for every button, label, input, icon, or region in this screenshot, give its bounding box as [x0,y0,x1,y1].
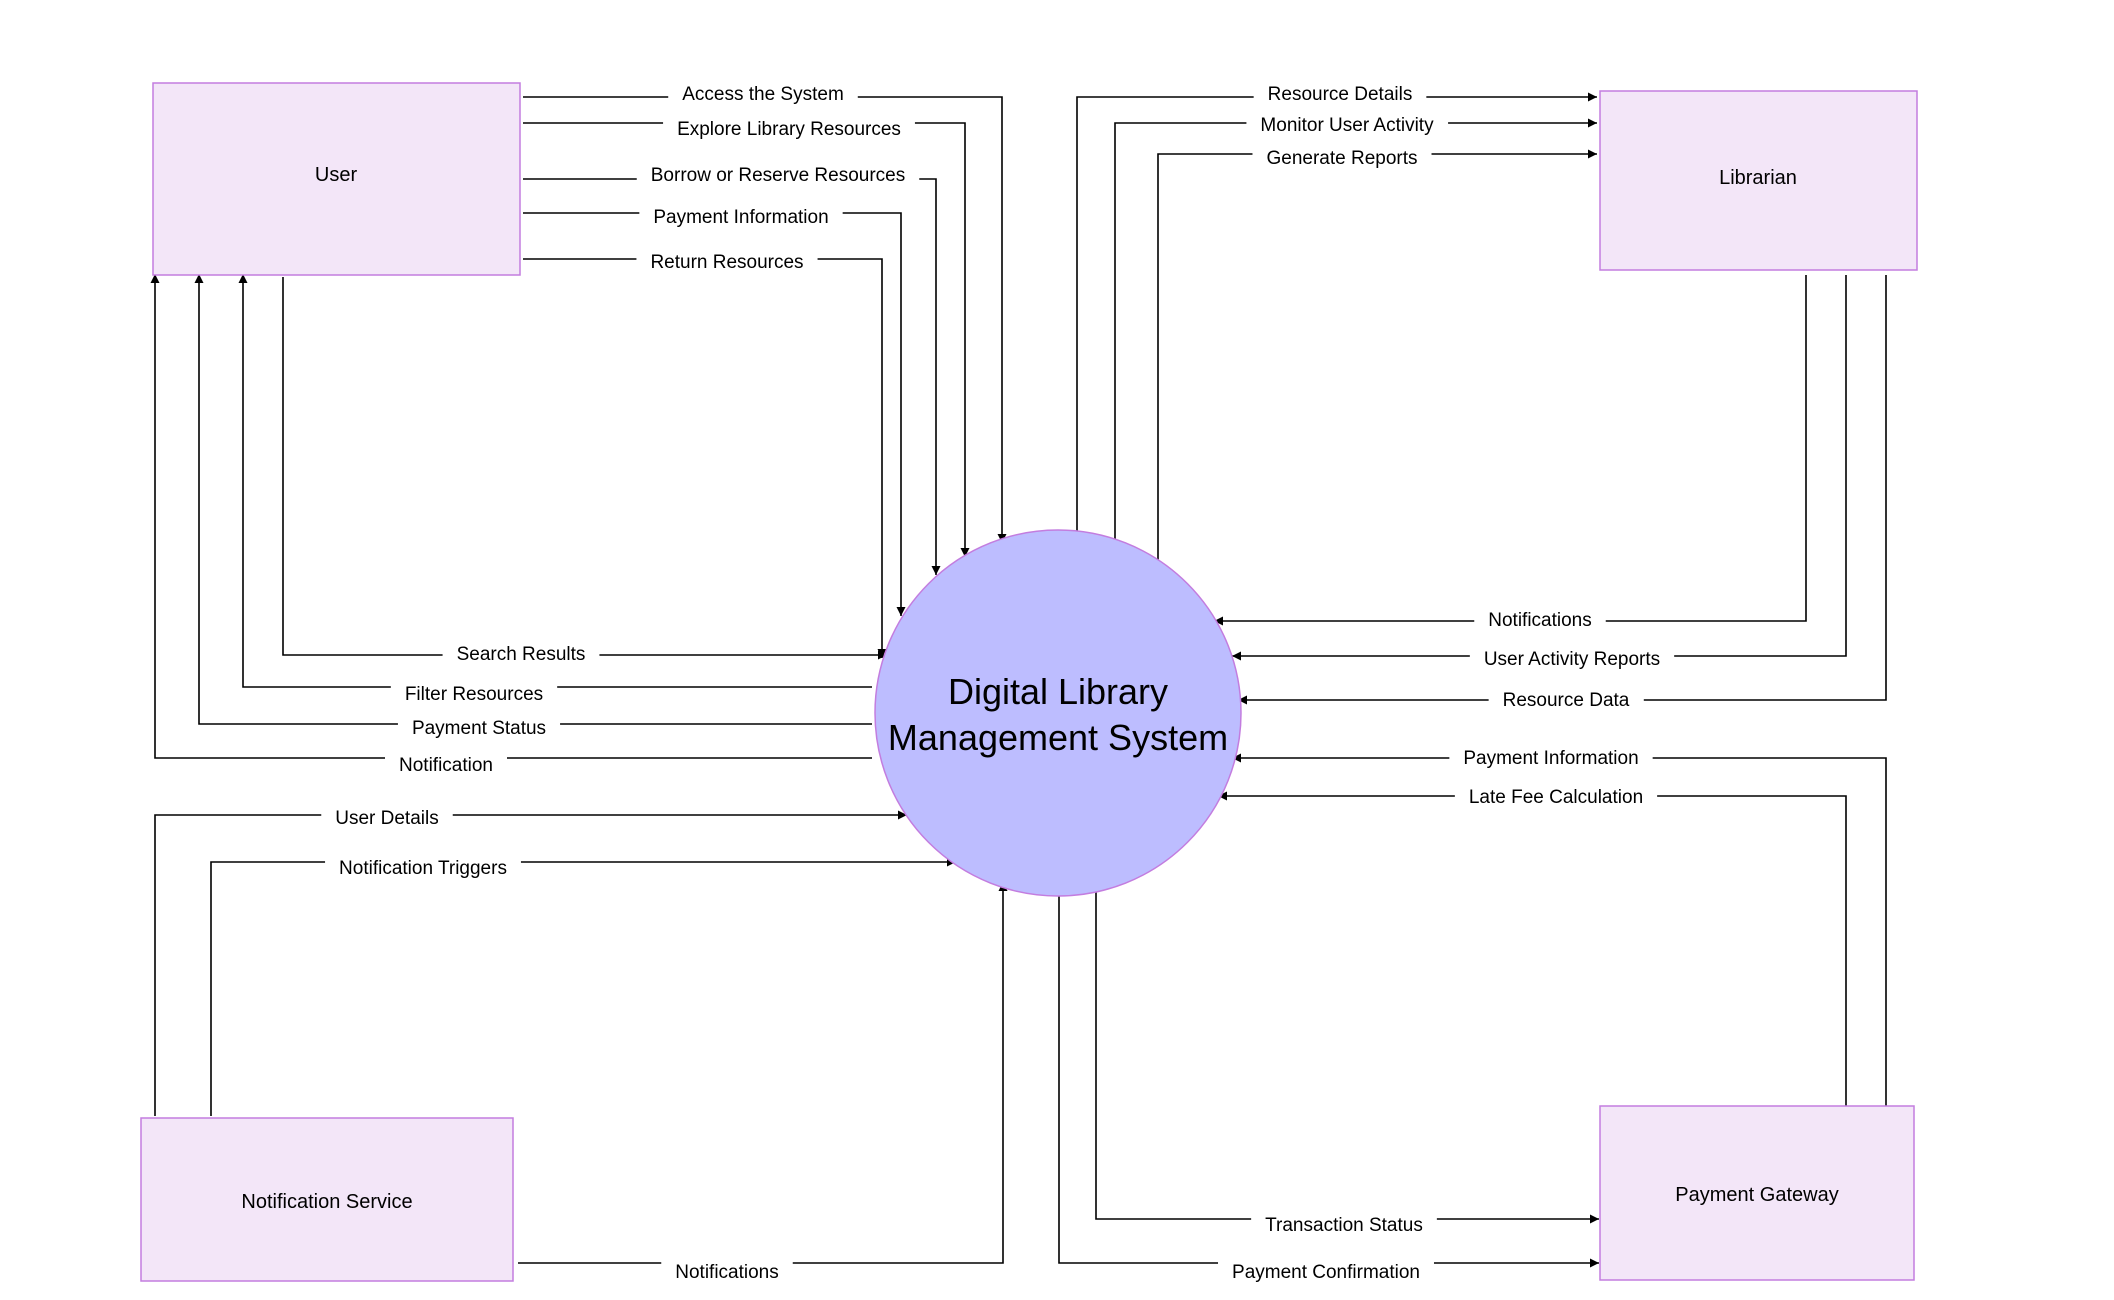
label-payment-information-user: Payment Information [653,207,828,228]
label-return-resources: Return Resources [650,252,803,273]
entity-user[interactable]: User [152,82,521,276]
label-background [321,806,453,831]
label-background [1253,82,1427,107]
label-background [1488,688,1644,713]
label-search-results: Search Results [457,644,586,665]
flow-user-details [154,810,907,1116]
flow-user-activity-reports [1232,275,1847,661]
flow-notification-user [150,274,872,759]
label-background [325,856,521,881]
flow-borrow-or-reserve-resources [523,178,941,575]
label-background [639,205,843,230]
label-explore-library-resources: Explore Library Resources [677,119,901,140]
label-borrow-or-reserve-resources: Borrow or Reserve Resources [651,165,905,186]
flow-generate-reports [1157,149,1597,562]
label-filter-resources: Filter Resources [405,684,543,705]
label-background [1469,647,1675,672]
label-background [661,1260,793,1285]
label-background [1252,146,1432,171]
label-access-the-system: Access the System [682,84,844,105]
label-notification-user: Notification [399,755,493,776]
entity-notification-service[interactable]: Notification Service [140,1117,514,1282]
flow-late-fee-calculation [1218,791,1847,1106]
label-notification-triggers: Notification Triggers [339,858,507,879]
entity-payment-gateway-label: Payment Gateway [1675,1184,1838,1206]
label-notifications-service: Notifications [675,1262,779,1283]
entity-user-label: User [315,164,358,186]
label-payment-information-gateway: Payment Information [1463,748,1638,769]
process-digital-library-management-system[interactable]: Digital Library Management System [874,529,1242,897]
label-background [385,753,507,778]
flow-return-resources [523,258,887,658]
flow-search-results [282,277,887,660]
process-title-line-1: Digital Library [948,671,1168,712]
flow-monitor-user-activity [1114,118,1597,541]
label-background [1246,113,1449,138]
label-generate-reports: Generate Reports [1266,148,1417,169]
flow-resource-data [1238,275,1887,705]
entity-librarian-label: Librarian [1719,167,1797,189]
entity-librarian[interactable]: Librarian [1599,90,1918,271]
label-background [1251,1213,1437,1238]
label-background [668,82,858,107]
flow-payment-information-gateway [1232,753,1887,1106]
flow-payment-confirmation [1058,894,1599,1268]
label-resource-data: Resource Data [1503,690,1630,711]
label-resource-details: Resource Details [1268,84,1413,105]
label-background [442,642,600,667]
entity-payment-gateway[interactable]: Payment Gateway [1599,1105,1915,1281]
label-background [663,117,915,142]
flow-notifications-librarian [1214,275,1807,626]
flow-explore-library-resources [523,122,970,557]
label-background [636,163,920,188]
label-monitor-user-activity: Monitor User Activity [1260,115,1434,136]
entity-notification-service-label: Notification Service [241,1191,412,1213]
label-background [1454,785,1658,810]
flow-payment-status [194,274,872,725]
label-payment-status: Payment Status [412,718,546,739]
flow-notifications-service [518,882,1008,1264]
flow-transaction-status [1095,887,1599,1224]
label-background [636,250,818,275]
label-background [1449,746,1653,771]
label-background [1474,608,1606,633]
label-background [1218,1260,1434,1285]
label-notifications-librarian: Notifications [1488,610,1592,631]
flow-notification-triggers [210,857,956,1116]
label-late-fee-calculation: Late Fee Calculation [1469,787,1643,808]
flow-filter-resources [238,274,872,688]
label-user-details: User Details [335,808,438,829]
label-payment-confirmation: Payment Confirmation [1232,1262,1420,1283]
label-background [397,716,561,741]
label-transaction-status: Transaction Status [1265,1215,1423,1236]
process-title-line-2: Management System [888,717,1228,758]
label-background [390,682,558,707]
label-user-activity-reports: User Activity Reports [1484,649,1660,670]
